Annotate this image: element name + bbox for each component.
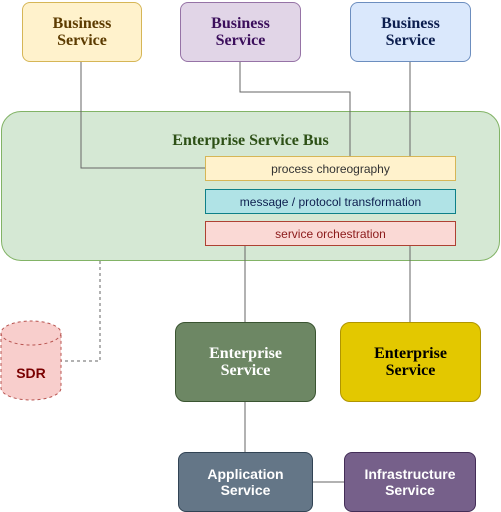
business-service-3[interactable]: Business Service [350, 2, 471, 62]
application-service[interactable]: Application Service [178, 452, 313, 512]
esb-title: Enterprise Service Bus [172, 132, 329, 149]
connector-business2-to-choreography [239, 62, 351, 156]
enterprise-service-1[interactable]: Enterprise Service [175, 322, 316, 402]
enterprise-service-2[interactable]: Enterprise Service [340, 322, 481, 402]
connector-business1-to-choreography [80, 62, 205, 169]
sdr-datastore[interactable] [0, 320, 62, 404]
layer-message-protocol-transformation-label: message / protocol transformation [239, 194, 422, 209]
connector-esb-to-sdr [60, 261, 101, 362]
layer-service-orchestration-label: service orchestration [275, 226, 386, 241]
business-service-1[interactable]: Business Service [22, 2, 142, 62]
business-service-3-label: Business Service [381, 15, 440, 49]
sdr-label: SDR [16, 365, 46, 381]
sdr-cylinder-top [0, 320, 62, 346]
layer-service-orchestration[interactable]: service orchestration [205, 221, 456, 246]
business-service-2-label: Business Service [211, 15, 270, 49]
business-service-2[interactable]: Business Service [180, 2, 301, 62]
layer-process-choreography-label: process choreography [271, 161, 390, 176]
layer-message-protocol-transformation[interactable]: message / protocol transformation [205, 189, 456, 214]
sdr-cylinder-body [0, 333, 62, 401]
sdr-label-wrap: SDR [0, 358, 62, 388]
business-service-1-label: Business Service [52, 15, 112, 49]
infrastructure-service[interactable]: Infrastructure Service [344, 452, 476, 512]
enterprise-service-1-label: Enterprise Service [209, 345, 282, 379]
infrastructure-service-label: Infrastructure Service [364, 466, 456, 498]
layer-process-choreography[interactable]: process choreography [205, 156, 456, 181]
application-service-label: Application Service [207, 466, 284, 498]
enterprise-service-2-label: Enterprise Service [374, 345, 447, 379]
